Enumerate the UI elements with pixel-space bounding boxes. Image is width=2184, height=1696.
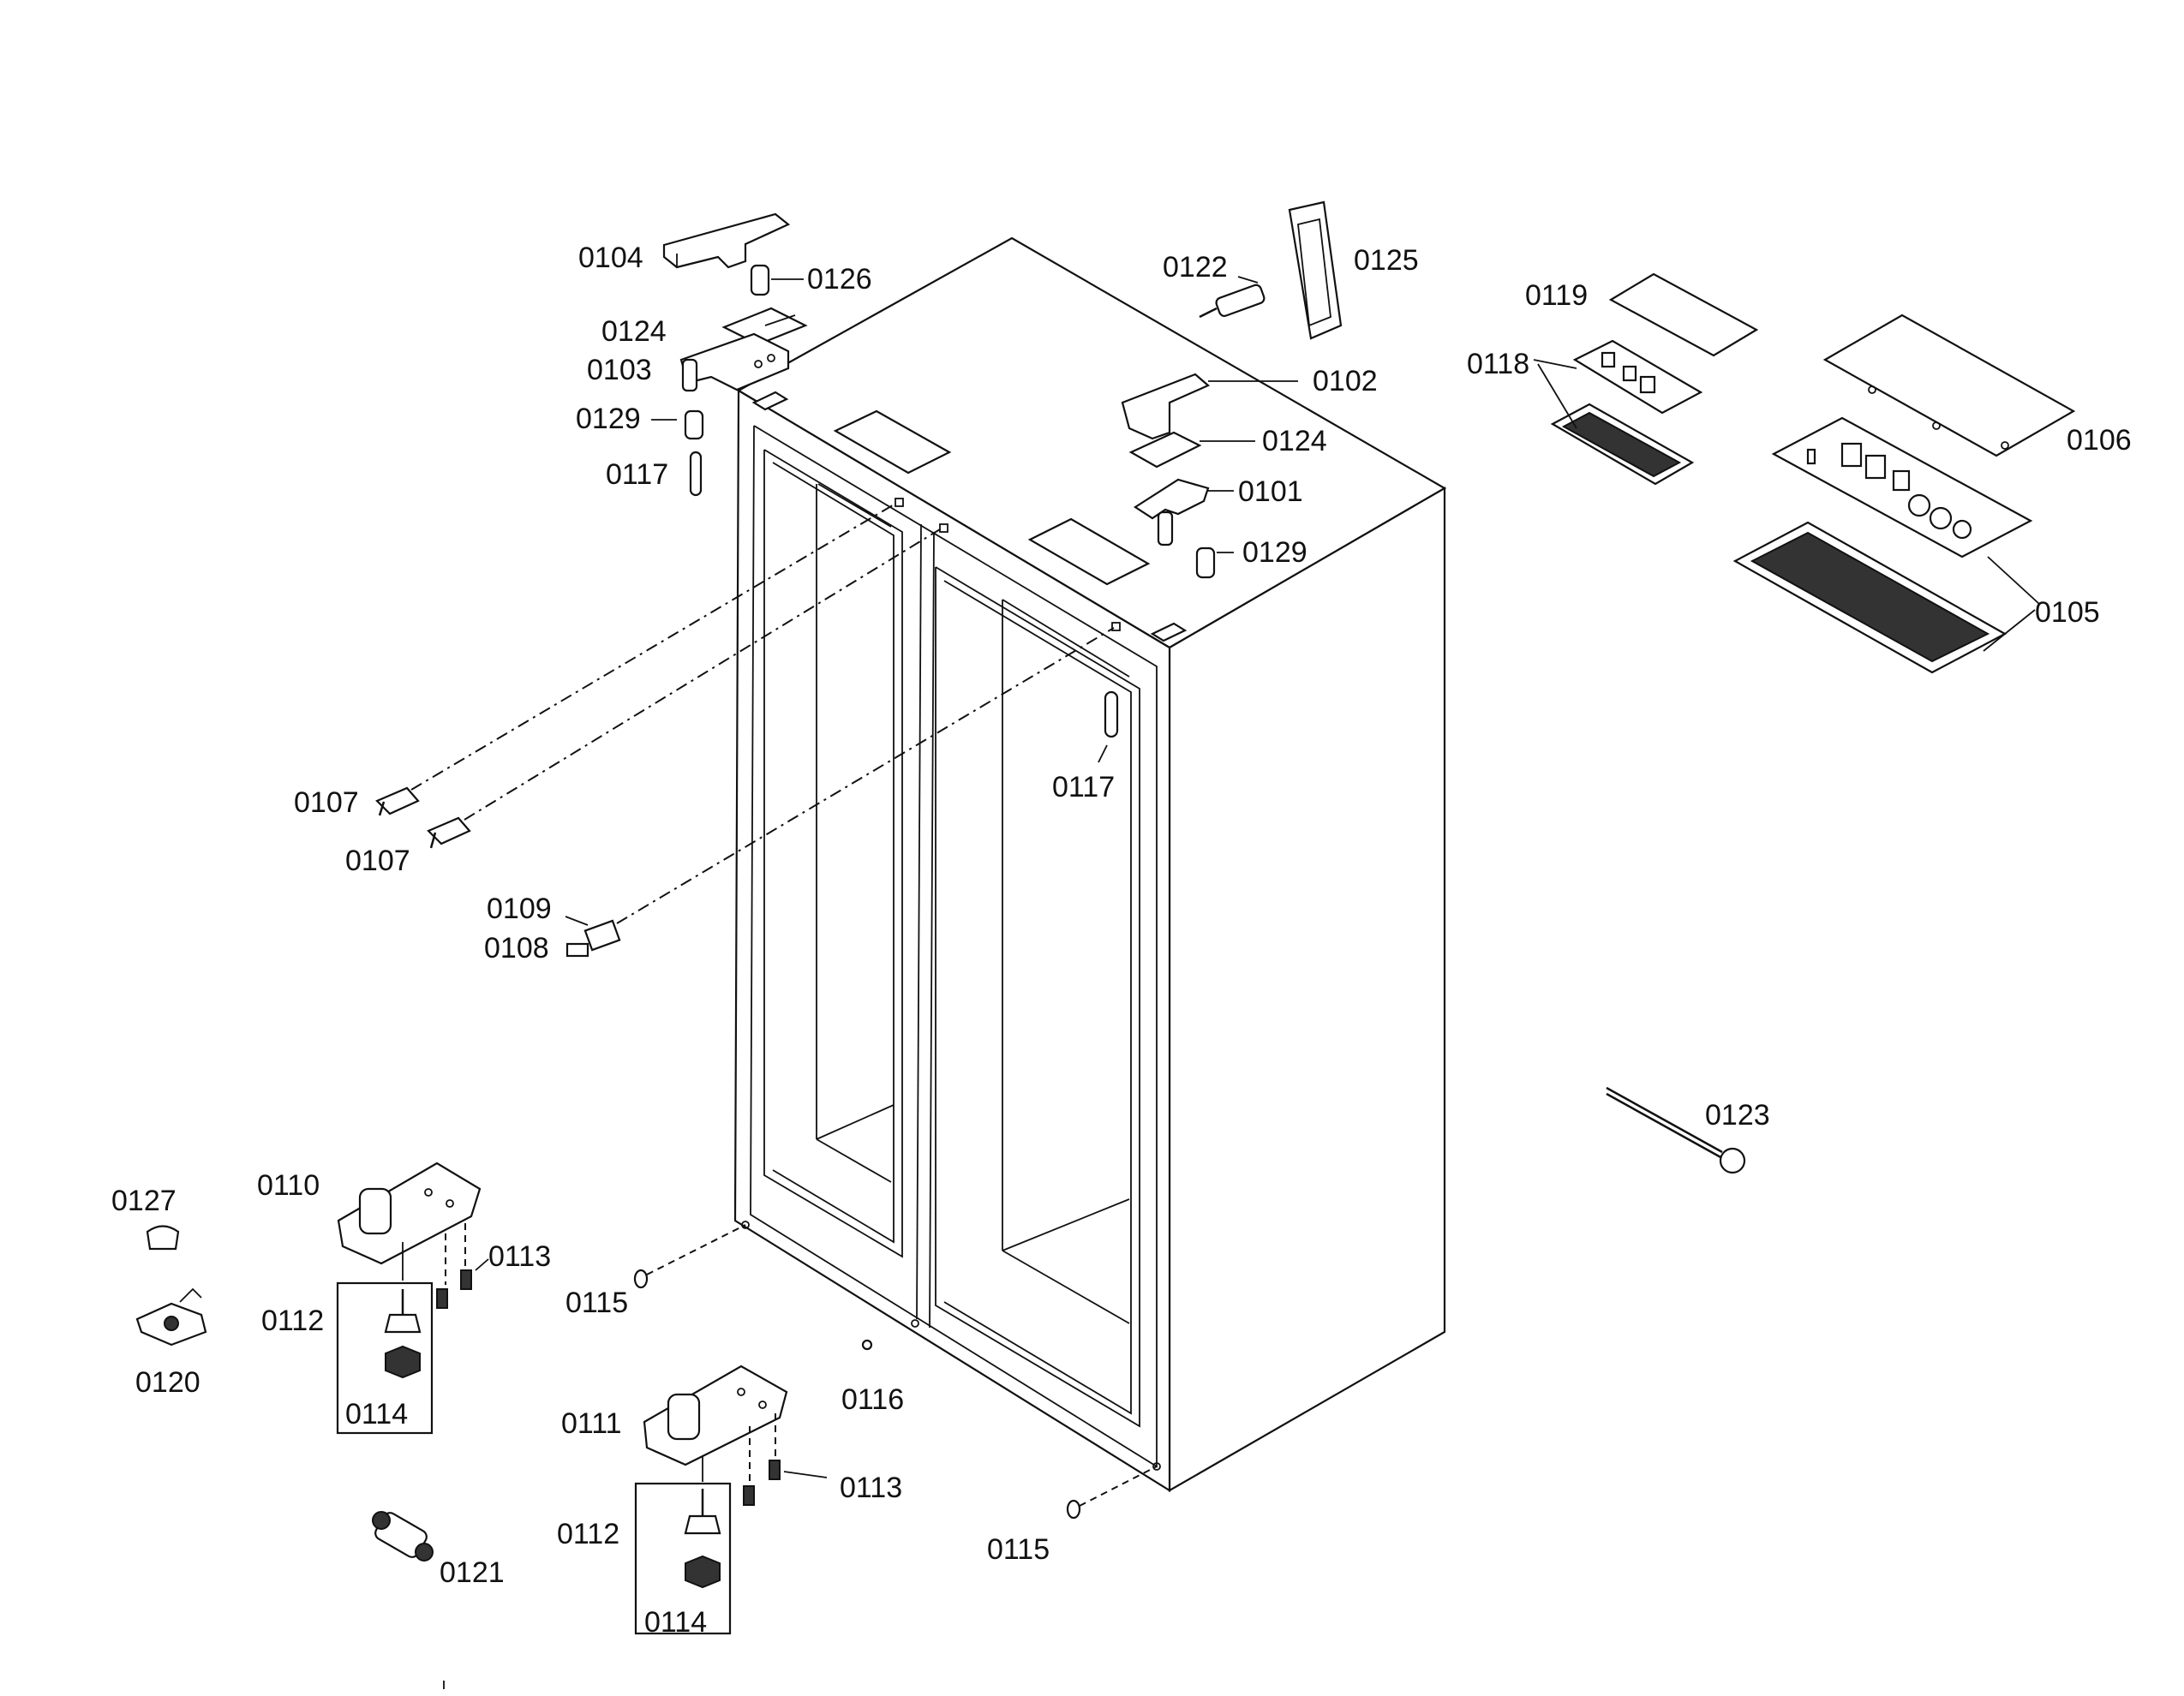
label-0118: 0118 <box>1467 348 1529 380</box>
label-0126: 0126 <box>807 263 872 296</box>
label-0120: 0120 <box>135 1366 200 1399</box>
label-0127: 0127 <box>111 1185 177 1217</box>
label-0110: 0110 <box>257 1169 320 1202</box>
label-0113a: 0113 <box>488 1240 551 1273</box>
bottom-hinge-0110 <box>337 1162 482 1265</box>
refrigerator-cabinet <box>733 236 1447 1492</box>
board-tray-0118 <box>1550 403 1695 486</box>
gasket-0125 <box>1288 200 1343 340</box>
label-0105: 0105 <box>2035 596 2100 629</box>
leveler-0112a <box>336 1281 434 1435</box>
cap-0108 <box>565 942 589 958</box>
bushing-0129-right <box>1195 546 1216 579</box>
water-tube-0123 <box>1606 1086 1746 1174</box>
label-0117-left: 0117 <box>606 458 668 491</box>
label-0113b: 0113 <box>840 1472 902 1504</box>
label-0109: 0109 <box>487 893 552 925</box>
bracket-0120 <box>135 1287 207 1347</box>
plug-0115a <box>633 1269 649 1289</box>
plunger-0122 <box>1199 284 1266 319</box>
switch-0109 <box>583 919 621 952</box>
connector-0121 <box>372 1511 434 1562</box>
label-0102: 0102 <box>1313 365 1378 397</box>
label-0107b: 0107 <box>345 845 410 877</box>
plug-0115b <box>1066 1499 1081 1520</box>
label-0125: 0125 <box>1354 244 1419 277</box>
leveler-0112b <box>634 1482 732 1635</box>
hinge-0103 <box>679 332 790 392</box>
bushing-0126 <box>750 264 770 296</box>
label-0101: 0101 <box>1238 475 1303 508</box>
label-0119: 0119 <box>1525 279 1588 312</box>
label-0116: 0116 <box>841 1383 904 1416</box>
label-0121: 0121 <box>440 1556 505 1589</box>
label-0124-left: 0124 <box>601 315 667 348</box>
label-0115a: 0115 <box>565 1287 628 1319</box>
label-0112b: 0112 <box>557 1518 619 1550</box>
label-0111: 0111 <box>561 1407 622 1440</box>
label-0104: 0104 <box>578 242 643 274</box>
label-0117-right: 0117 <box>1052 771 1115 803</box>
hinge-cover-0104 <box>662 212 791 269</box>
bushing-0129-left <box>684 409 704 440</box>
door-switch-0107a <box>375 786 420 816</box>
label-0114b: 0114 <box>644 1606 707 1639</box>
plug-0127 <box>146 1225 180 1251</box>
label-0107a: 0107 <box>294 786 359 819</box>
label-0108: 0108 <box>484 932 549 964</box>
door-switch-0107b <box>427 816 471 849</box>
nut-0114a <box>385 1345 421 1379</box>
hinge-cover-0102 <box>1121 373 1211 440</box>
part-labels: 0104 0126 0124 0103 0129 0117 0122 0125 … <box>111 242 2132 1639</box>
label-0129-left: 0129 <box>576 403 641 435</box>
pin-0117-left <box>689 451 703 497</box>
power-board-0105 <box>1771 416 2033 558</box>
shim-0124-right <box>1128 431 1202 469</box>
nut-0114b <box>685 1555 721 1589</box>
screw-0113a <box>436 1269 472 1309</box>
hinge-0101 <box>1133 478 1210 546</box>
label-0106: 0106 <box>2067 424 2132 457</box>
label-0124-right: 0124 <box>1262 425 1327 457</box>
cover-0119 <box>1608 272 1759 357</box>
label-0103: 0103 <box>587 354 652 386</box>
screw-0113b <box>743 1460 781 1506</box>
control-board-0118 <box>1572 339 1703 415</box>
label-0114a: 0114 <box>345 1398 408 1430</box>
label-0123: 0123 <box>1705 1099 1770 1132</box>
label-0122: 0122 <box>1163 251 1228 284</box>
plug-0116 <box>861 1339 873 1351</box>
label-0112a: 0112 <box>261 1305 324 1337</box>
label-0129-right: 0129 <box>1242 536 1307 569</box>
label-0115b: 0115 <box>987 1533 1050 1566</box>
pin-0117-right <box>1104 690 1119 738</box>
cover-0106 <box>1822 314 2076 457</box>
bottom-hinge-0111 <box>643 1365 788 1466</box>
